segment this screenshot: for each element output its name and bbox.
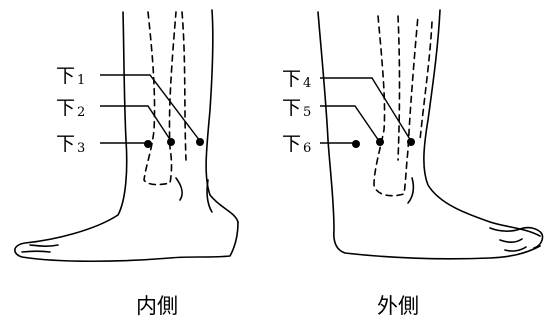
right-leg-back-outline	[424, 10, 540, 236]
point-下4-dot	[407, 138, 415, 146]
right-tendon-line	[398, 16, 400, 160]
left-bone-outline	[144, 12, 176, 185]
left-ankle-fold	[176, 178, 182, 200]
right-leader-lines	[320, 78, 411, 143]
left-leg-back-outline	[15, 12, 238, 261]
left-foot-medial-view	[15, 10, 238, 261]
caption-lateral: 外側	[377, 294, 419, 318]
point-下6-dot	[352, 140, 360, 148]
right-leg-front-outline	[318, 12, 540, 259]
left-toe-lines	[22, 245, 58, 252]
acupoint-dots	[144, 138, 415, 148]
right-bone-outline	[374, 16, 418, 196]
right-ankle-crease	[408, 178, 413, 203]
right-foot-lateral-view	[318, 10, 543, 259]
point-下2-dot	[167, 138, 175, 146]
caption-medial: 内側	[136, 294, 178, 318]
left-tendon-line	[182, 12, 186, 160]
point-下1-dot	[196, 138, 204, 146]
right-toes-outline	[490, 228, 543, 251]
point-下5-dot	[376, 138, 384, 146]
point-下3-dot	[144, 140, 152, 148]
left-leg-front-outline	[206, 10, 238, 222]
right-tendon-line-2	[420, 22, 432, 140]
